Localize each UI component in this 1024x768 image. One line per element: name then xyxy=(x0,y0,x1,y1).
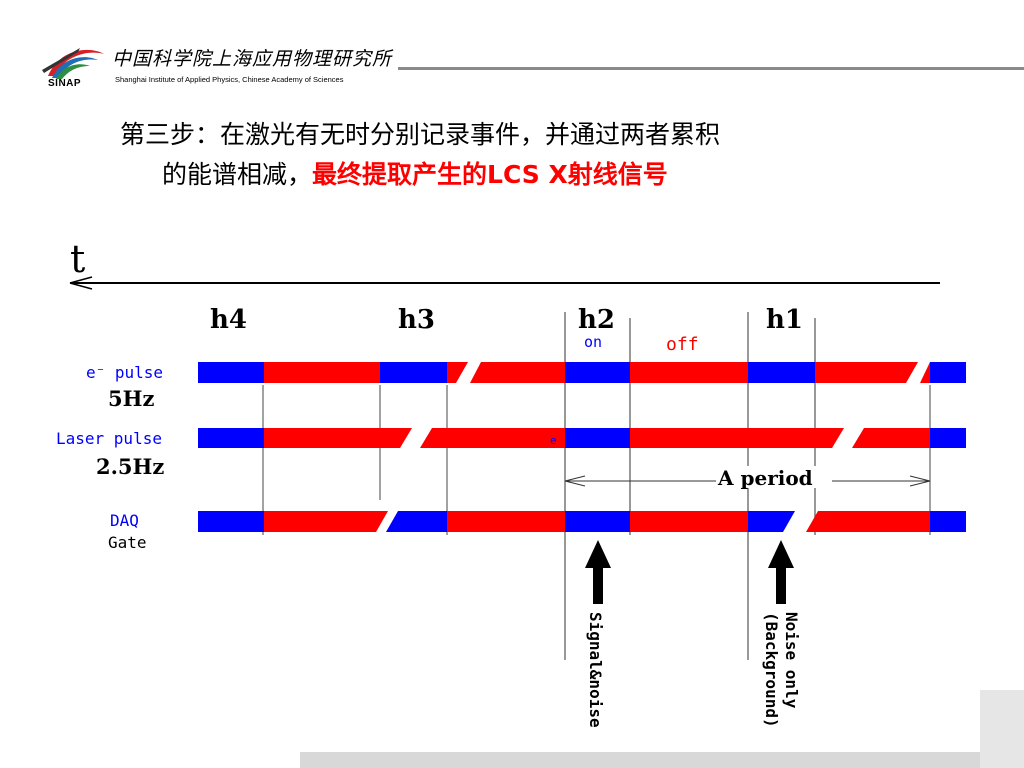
arrow-label-signal: Signal&noise xyxy=(586,612,605,728)
row-label-daq: DAQ xyxy=(110,511,139,530)
row-e-pulse xyxy=(198,362,966,383)
gate-segment-on xyxy=(565,511,630,532)
period-arrow-right xyxy=(909,475,931,487)
period-label-h2: h2 xyxy=(578,305,615,335)
gate-segment-on xyxy=(748,511,795,532)
pulse-segment-off xyxy=(630,362,748,383)
gate-segment-on xyxy=(198,511,264,532)
sinap-logo-icon xyxy=(42,48,104,79)
row-laser-pulse xyxy=(198,428,966,448)
state-label-on: on xyxy=(584,333,602,351)
organization-name-english: Shanghai Institute of Applied Physics, C… xyxy=(115,75,344,84)
period-label-h1: h1 xyxy=(766,305,803,335)
slide-title-line-1: 第三步：在激光有无时分别记录事件，并通过两者累积 xyxy=(120,120,721,149)
pulse-segment-off xyxy=(264,428,412,448)
arrow-label-noise-1: Noise only xyxy=(782,612,801,709)
time-axis-arrowhead xyxy=(69,276,93,290)
row-sublabel-gate: Gate xyxy=(108,533,147,552)
time-axis-label: t xyxy=(70,237,85,281)
gate-segment-off xyxy=(264,511,388,532)
row-label-laser-pulse: Laser pulse xyxy=(56,429,162,448)
pulse-segment-off xyxy=(630,428,844,448)
gate-segment-off xyxy=(630,511,748,532)
slide-title-highlight: 最终提取产生的LCS X射线信号 xyxy=(312,160,668,189)
corner-shadow xyxy=(980,690,1024,768)
arrow-noise-icon xyxy=(768,540,794,604)
pulse-segment-off xyxy=(264,362,380,383)
pulse-segment-on xyxy=(198,362,264,383)
pulse-segment-on xyxy=(748,362,815,383)
pulse-segment-off xyxy=(852,428,930,448)
gate-segment-on xyxy=(930,511,966,532)
period-label: A period xyxy=(717,466,813,490)
pulse-segment-off xyxy=(470,362,565,383)
header-divider xyxy=(398,67,1024,70)
pulse-segment-on xyxy=(930,362,966,383)
arrow-signal-icon xyxy=(585,540,611,604)
slide-title-line-2: 的能谱相减，最终提取产生的LCS X射线信号 xyxy=(162,155,668,191)
row-frequency-e-pulse: 5Hz xyxy=(108,386,154,411)
pulse-segment-on xyxy=(565,428,630,448)
pulse-segment-off xyxy=(920,362,930,383)
sinap-logo xyxy=(40,42,110,87)
logo-text: SINAP xyxy=(48,78,82,89)
period-arrow-left xyxy=(564,475,586,487)
period-label-h4: h4 xyxy=(210,305,247,335)
slide-title-line-2-prefix: 的能谱相减， xyxy=(162,160,313,189)
row-frequency-laser-pulse: 2.5Hz xyxy=(96,454,164,479)
arrow-label-noise-2: (Background) xyxy=(762,612,781,728)
gate-segment-on xyxy=(386,511,447,532)
period-label-bg xyxy=(716,466,832,488)
pulse-segment-off xyxy=(447,362,468,383)
state-label-off: off xyxy=(666,334,699,355)
pulse-segment-off xyxy=(815,362,918,383)
row-label-e-pulse: e⁻ pulse xyxy=(86,363,163,382)
laser-marker: e xyxy=(550,434,557,447)
pulse-segment-on xyxy=(198,428,264,448)
organization-name-chinese: 中国科学院上海应用物理研究所 xyxy=(112,48,393,70)
pulse-segment-on xyxy=(565,362,630,383)
pulse-segment-off xyxy=(420,428,565,448)
gate-segment-off xyxy=(806,511,930,532)
gate-segment-off xyxy=(447,511,565,532)
period-label-h3: h3 xyxy=(398,305,435,335)
row-daq-gate xyxy=(198,511,966,532)
bottom-shadow xyxy=(300,752,1024,768)
pulse-segment-on xyxy=(380,362,447,383)
pulse-segment-on xyxy=(930,428,966,448)
